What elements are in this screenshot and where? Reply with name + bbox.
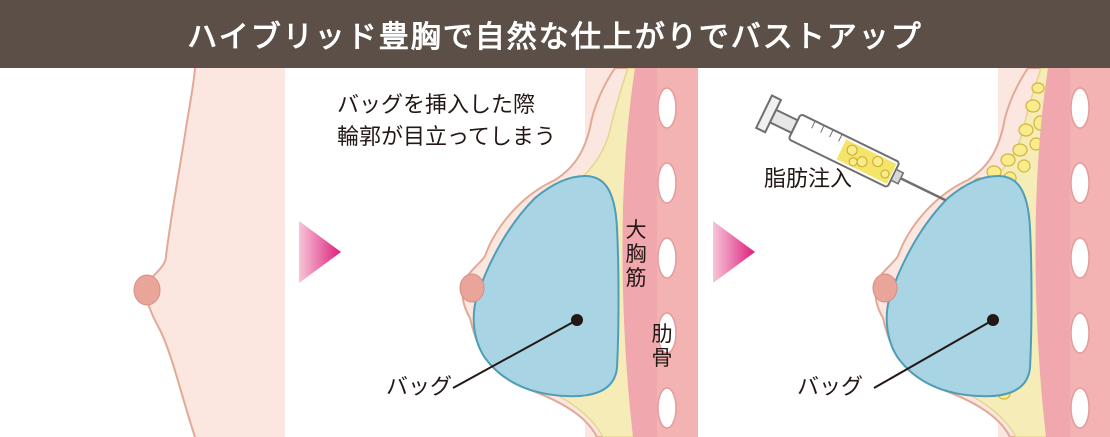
breast-implant xyxy=(472,174,620,398)
pectoral-muscle xyxy=(622,68,657,437)
page-title: ハイブリッド豊胸で自然な仕上がりでバストアップ xyxy=(0,0,1110,68)
torso-outline xyxy=(144,68,196,437)
bag-marker xyxy=(571,314,583,326)
nipple xyxy=(133,274,161,306)
implant-note-line2: 輪郭が目立ってしまう xyxy=(337,125,556,150)
breast-implant xyxy=(885,174,1033,398)
fat-injection-label: 脂肪注入 xyxy=(764,167,853,192)
bag-leader-line xyxy=(452,319,578,389)
hybrid-panel: 脂肪注入 バッグ xyxy=(698,68,1110,437)
arrow-icon-2 xyxy=(713,221,755,283)
implant-panel: バッグを挿入した際 輪郭が目立ってしまう 大 胸 筋 肋 骨 バッグ xyxy=(285,68,698,437)
arrow-icon-1 xyxy=(299,221,341,283)
ribs xyxy=(1070,87,1090,429)
before-panel xyxy=(0,68,285,437)
pectoral-muscle-label: 大 胸 筋 xyxy=(625,218,647,290)
nipple xyxy=(872,273,898,303)
bag-label: バッグ xyxy=(797,375,864,400)
bag-marker xyxy=(987,314,999,326)
ribs xyxy=(657,87,677,429)
syringe-icon xyxy=(754,94,947,202)
torso-skin xyxy=(145,68,285,437)
rib-label: 肋 骨 xyxy=(651,322,673,370)
nipple xyxy=(459,273,485,303)
bag-leader-line xyxy=(873,319,994,389)
pectoral-muscle xyxy=(1035,68,1070,437)
implant-note-line1: バッグを挿入した際 xyxy=(337,93,536,118)
bag-label: バッグ xyxy=(386,375,453,400)
